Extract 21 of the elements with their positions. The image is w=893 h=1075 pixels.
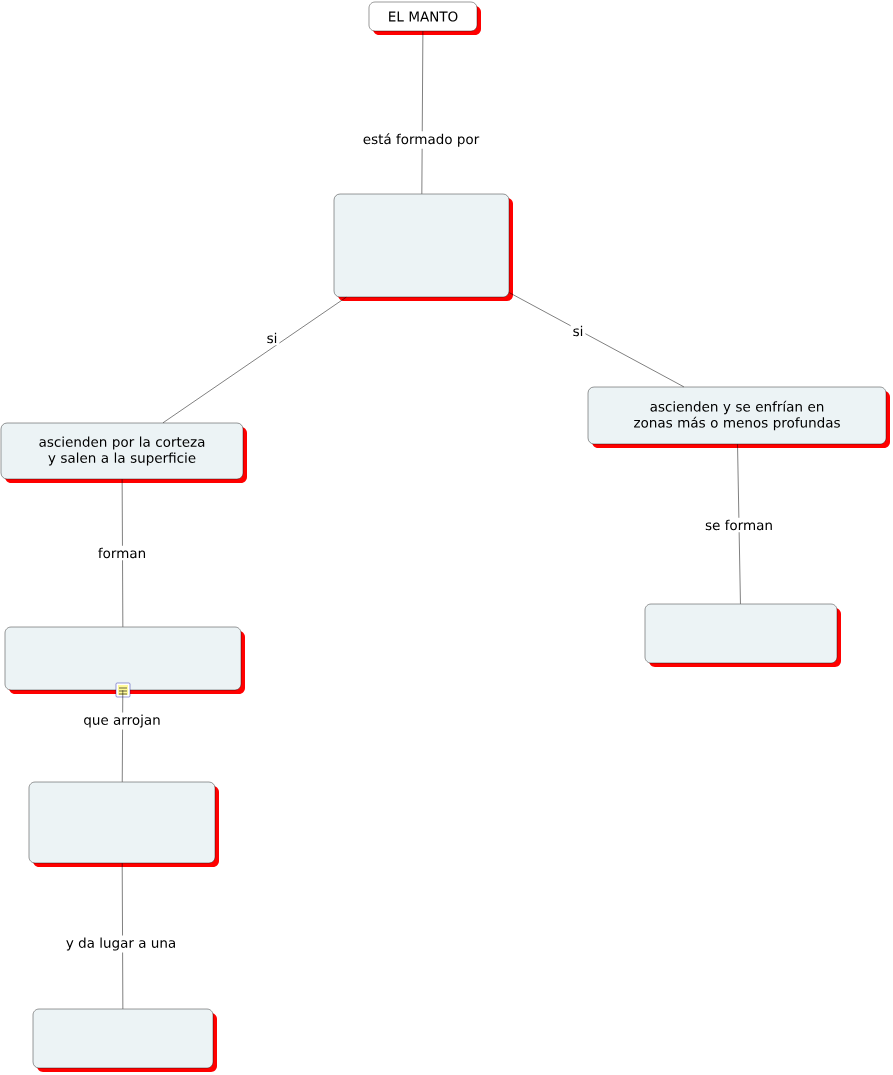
connector-line xyxy=(121,862,124,1010)
edge-label: y da lugar a una xyxy=(63,935,179,953)
empty-box xyxy=(28,781,219,867)
edge-label: está formado por xyxy=(360,131,482,149)
empty-box xyxy=(333,193,513,301)
edge-label: si xyxy=(570,323,586,339)
connector-line xyxy=(737,443,741,605)
edge-label: forman xyxy=(95,545,149,561)
empty-box xyxy=(32,1008,217,1072)
concept-box: ascienden por la corteza y salen a la superficie xyxy=(0,422,247,483)
concept-box: EL MANTO xyxy=(368,1,481,35)
edge-label: si xyxy=(264,330,280,346)
connector-line xyxy=(508,292,685,388)
empty-box xyxy=(644,603,841,667)
edge-label: que arrojan xyxy=(81,712,163,730)
edge-label: se forman xyxy=(703,517,775,533)
connector-line xyxy=(421,30,424,195)
empty-box xyxy=(4,626,245,694)
connector-line xyxy=(121,478,124,628)
concept-box: ascienden y se enfrían en zonas más o menos profundas xyxy=(587,386,890,448)
connector-line xyxy=(162,296,347,424)
